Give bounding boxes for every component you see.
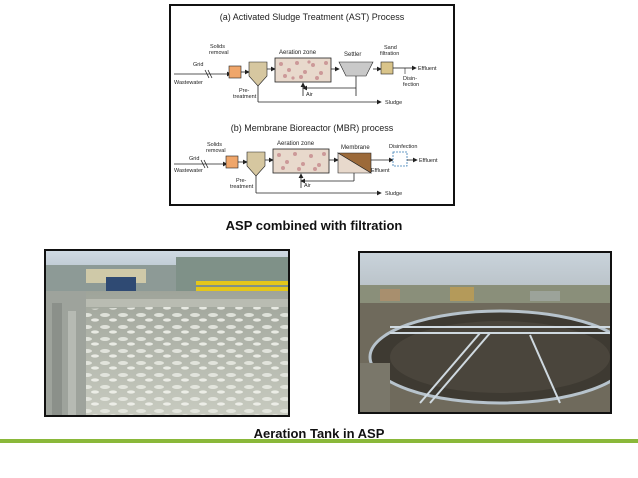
mbr-pretreatment-tank — [246, 151, 266, 177]
ast-sand-filter-box — [380, 61, 394, 75]
ast-title: (a) Activated Sludge Treatment (AST) Pro… — [220, 12, 405, 22]
ast-settler-tank — [338, 61, 374, 77]
mbr-membrane-retentate — [337, 152, 373, 174]
process-diagram: (a) Activated Sludge Treatment (AST) Pro… — [169, 4, 455, 206]
mbr-grid-mark-2 — [203, 159, 209, 169]
mbr-aeration-bubbles — [277, 152, 326, 171]
aeration-tank-photo-right-svg — [360, 253, 610, 412]
aeration-tank-photo-left-svg — [46, 251, 288, 415]
mbr-pretreat-label-1: Pre- — [236, 178, 247, 184]
bridge-truss — [390, 326, 610, 404]
mbr-wastewater-label: Wastewater — [174, 168, 203, 174]
mbr-solids-label-1: Solids — [207, 142, 222, 148]
mbr-grid-label: Grid — [189, 156, 199, 162]
ast-sand-label-2: filtration — [380, 51, 399, 57]
mbr-disinfection-box — [392, 151, 408, 167]
mbr-pretreat-label-2: treatment — [230, 184, 254, 190]
photos-caption: Aeration Tank in ASP — [253, 426, 385, 441]
ast-aeration-bubbles — [279, 60, 328, 80]
mbr-membrane-label: Membrane — [341, 145, 370, 151]
ast-air-label: Air — [306, 92, 313, 98]
mbr-grid-mark — [200, 159, 206, 169]
ast-pretreat-label-2: treatment — [233, 94, 257, 100]
mbr-sludge-label: Sludge — [385, 191, 402, 197]
ast-grid-label: Grid — [193, 62, 203, 68]
ast-disinfection-label-1: Disin- — [403, 76, 417, 82]
ast-settler-label: Settler — [344, 52, 361, 58]
mbr-aeration-label: Aeration zone — [277, 141, 315, 147]
ast-grid-mark-2 — [207, 69, 213, 79]
ast-solids-removal-box — [228, 65, 242, 79]
ast-aeration-label: Aeration zone — [279, 50, 317, 56]
ast-sand-label-1: Sand — [384, 45, 397, 51]
mbr-aeration-tank — [272, 148, 330, 174]
process-diagram-svg: (a) Activated Sludge Treatment (AST) Pro… — [174, 12, 438, 197]
mbr-title: (b) Membrane Bioreactor (MBR) process — [231, 123, 394, 133]
ast-disinfection-label-2: fection — [403, 82, 419, 88]
mbr-solids-removal-box — [225, 155, 239, 169]
accent-divider — [0, 439, 638, 443]
ast-pretreat-label-1: Pre- — [239, 88, 250, 94]
ast-solids-label-2: removal — [209, 50, 229, 56]
diagram-caption: ASP combined with filtration — [225, 218, 403, 233]
ast-pretreatment-tank — [248, 61, 268, 87]
aeration-tank-photo-right — [358, 251, 612, 414]
mbr-disinfection-label: Disinfection — [389, 144, 417, 150]
ast-aeration-tank — [274, 57, 332, 83]
mbr-effluent-inner-label: Effluent — [371, 168, 390, 174]
aeration-tank-photo-left — [44, 249, 290, 417]
mbr-solids-label-2: removal — [206, 148, 226, 154]
mbr-effluent-outer-label: Effluent — [419, 158, 438, 164]
ast-solids-label-1: Solids — [210, 44, 225, 50]
ast-grid-mark — [204, 69, 210, 79]
ast-wastewater-label: Wastewater — [174, 80, 203, 86]
ast-effluent-label: Effluent — [418, 66, 437, 72]
mbr-air-label: Air — [304, 183, 311, 189]
ast-sludge-label: Sludge — [385, 100, 402, 106]
